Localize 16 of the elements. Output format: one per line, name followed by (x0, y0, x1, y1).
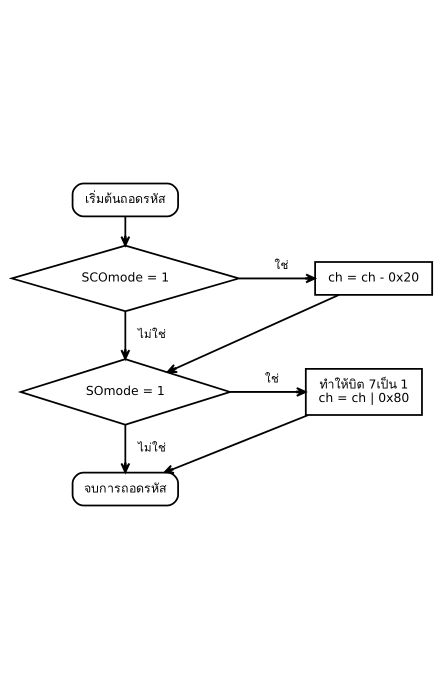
arrow (230, 387, 307, 397)
node-box: ทำให้บิต 7เป็น 1 ch = ch | 0x80 (304, 368, 423, 416)
arrow (120, 424, 130, 474)
arrow (120, 311, 130, 360)
arrow (163, 414, 309, 474)
arrow (166, 294, 340, 373)
arrow (120, 216, 130, 246)
edge-label: ไม่ใช่ (138, 440, 166, 455)
node-box: จบการถอดรหัส (72, 472, 179, 506)
node-diamond: SOmode = 1 (18, 358, 233, 426)
arrow (238, 274, 316, 284)
edge-label: ใช่ (265, 372, 280, 386)
node-box: ch = ch - 0x20 (314, 261, 434, 296)
edge-label: ใช่ (274, 258, 288, 272)
node-box: เริ่มต้นถอดรหัส (72, 182, 179, 218)
edge-label: ไม่ใช่ (138, 327, 166, 342)
